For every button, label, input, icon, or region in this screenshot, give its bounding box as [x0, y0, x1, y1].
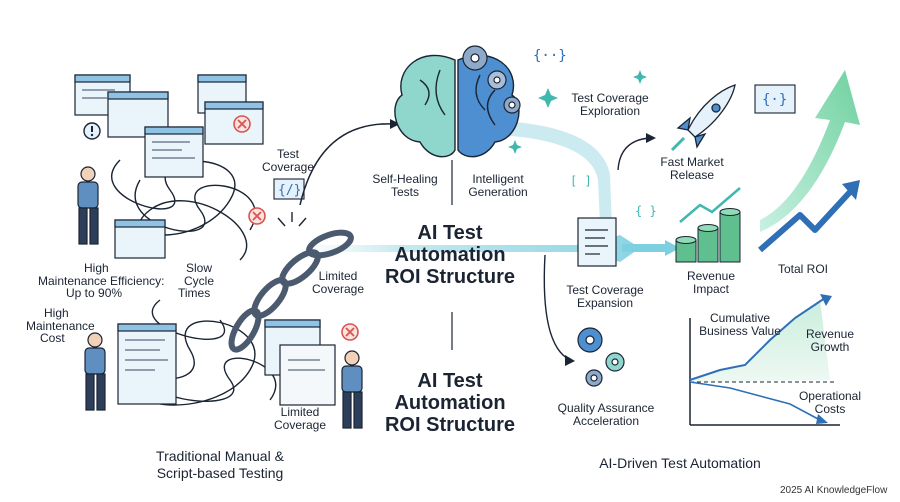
- title-line: AI Test: [417, 222, 483, 244]
- label-line: Test Coverage: [571, 91, 649, 105]
- main-title: AI Test Automation ROI Structure: [370, 222, 530, 288]
- label-line: Growth: [810, 340, 850, 354]
- label-line: Limited: [280, 405, 320, 419]
- label-test-coverage: Test Coverage: [262, 148, 314, 174]
- person-icon: [77, 166, 363, 429]
- label-fast-market-release: Fast Market Release: [652, 156, 732, 182]
- warning-icon: [83, 122, 101, 140]
- total-roi-arrow: [758, 189, 853, 253]
- label-line: Self-Healing: [372, 172, 438, 186]
- label-line: Revenue: [686, 269, 736, 283]
- svg-text:[ ]: [ ]: [570, 174, 592, 188]
- code-window-icon: [74, 74, 336, 406]
- svg-text:{ }: { }: [635, 204, 657, 218]
- label-line: Quality Assurance: [557, 401, 655, 415]
- label-slow-cycle-2: Cycle: [184, 274, 215, 288]
- growth-zigzag: [679, 187, 741, 223]
- arrow-to-brain: [299, 123, 396, 206]
- label-line: Limited: [318, 269, 358, 283]
- gear-icon: [462, 45, 625, 387]
- label-line: Coverage: [311, 282, 365, 296]
- title-line: AI Test: [417, 370, 483, 392]
- title-line: ROI Structure: [384, 414, 516, 436]
- label-high-maintenance-efficiency-1: High: [84, 261, 109, 275]
- label-slow-cycle: Slow: [178, 262, 220, 275]
- label-line: Fast Market: [660, 155, 724, 169]
- label-high-maintenance-cost-1: High: [44, 306, 69, 320]
- label-line: Release: [669, 168, 715, 182]
- label-line: Exploration: [579, 104, 641, 118]
- right-section-heading: AI-Driven Test Automation: [599, 455, 761, 471]
- label-total-roi: Total ROI: [778, 262, 829, 276]
- label-cumulative-business-value: Cumulative Business Value: [690, 312, 790, 338]
- flow-band: [300, 235, 640, 262]
- label-line: Tests: [390, 185, 419, 199]
- title-line: ROI Structure: [384, 266, 516, 288]
- label-coverage-exploration: Test Coverage Exploration: [560, 92, 660, 118]
- coin-stack-icon: [675, 208, 741, 263]
- label-line: Cumulative: [709, 311, 771, 325]
- business-value-chart: [689, 294, 840, 426]
- label-line: Intelligent: [472, 172, 524, 186]
- big-green-arrow: [760, 70, 860, 232]
- label-line: Generation: [468, 185, 528, 199]
- label-quality-assurance: Quality Assurance Acceleration: [546, 402, 666, 428]
- label-line: Revenue: [805, 327, 855, 341]
- label-line: Coverage: [262, 160, 315, 174]
- label-intelligent-generation: Intelligent Generation: [458, 173, 538, 199]
- label-line: Acceleration: [572, 414, 640, 428]
- left-section-heading: Traditional Manual & Script-based Testin…: [120, 448, 320, 482]
- chain-icon: [228, 229, 354, 353]
- label-limited-coverage-b: Limited Coverage: [268, 406, 332, 432]
- error-icon: [233, 115, 359, 341]
- label-revenue-growth: Revenue Growth: [795, 328, 865, 354]
- label-high-maintenance-cost-2: Maintenance: [26, 319, 95, 333]
- brain-icon: [394, 54, 520, 158]
- document-icon: [577, 217, 617, 267]
- svg-text:{·}: {·}: [762, 92, 787, 108]
- label-self-healing: Self-Healing Tests: [365, 173, 445, 199]
- label-operational-costs: Operational Costs: [790, 390, 870, 416]
- secondary-title: AI Test Automation ROI Structure: [370, 370, 530, 436]
- label-line: Operational: [798, 389, 862, 403]
- label-coverage-expansion: Test Coverage Expansion: [555, 284, 655, 310]
- label-line: Business Value: [699, 324, 781, 338]
- title-line: Automation: [394, 244, 506, 266]
- label-line: Coverage: [273, 418, 327, 432]
- svg-text:{··}: {··}: [533, 48, 567, 64]
- label-line: Test Coverage: [566, 283, 644, 297]
- title-line: Automation: [394, 392, 506, 414]
- label-line: Expansion: [576, 296, 634, 310]
- heading-line: Script-based Testing: [156, 465, 284, 481]
- label-revenue-impact: Revenue Impact: [676, 270, 746, 296]
- heading-line: Traditional Manual &: [156, 448, 284, 464]
- label-high-maintenance-efficiency-3: Up to 90%: [66, 286, 123, 300]
- label-line: Impact: [692, 282, 729, 296]
- label-line: Test: [276, 147, 299, 161]
- label-slow-cycle-3: Times: [178, 286, 211, 300]
- rocket-icon: [670, 84, 736, 152]
- label-line: Slow: [185, 261, 212, 275]
- label-line: Costs: [814, 402, 846, 416]
- label-high-maintenance-efficiency-2: Maintenance Efficiency:: [38, 274, 165, 288]
- label-high-maintenance-cost-3: Cost: [40, 331, 65, 345]
- svg-text:{/}: {/}: [278, 183, 301, 198]
- flow-band-top: [470, 120, 612, 225]
- footer-credit: 2025 AI KnowledgeFlow: [780, 485, 888, 496]
- label-limited-coverage-a: Limited Coverage: [308, 270, 368, 296]
